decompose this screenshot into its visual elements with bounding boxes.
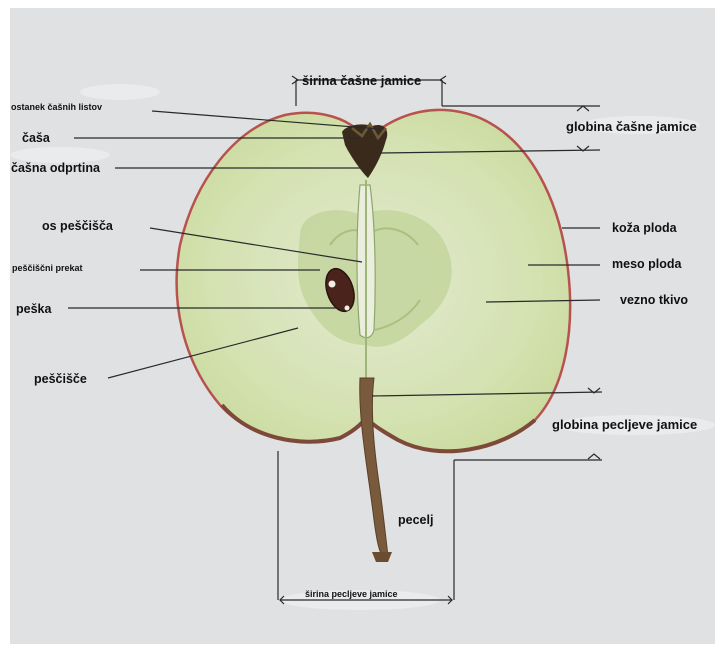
label-seed: peška xyxy=(16,303,51,316)
label-connective-tissue: vezno tkivo xyxy=(620,294,688,307)
background-smudge xyxy=(80,84,160,100)
label-width-calyx-cavity: širina čašne jamice xyxy=(302,74,421,87)
seed-highlight xyxy=(329,281,336,288)
label-flesh: meso ploda xyxy=(612,258,681,271)
seed-highlight xyxy=(345,306,350,311)
label-stem: pecelj xyxy=(398,514,433,527)
label-width-stem-cavity: širina pecljeve jamice xyxy=(305,590,398,599)
label-core-axis: os peščišča xyxy=(42,220,113,233)
label-locule: peščiščni prekat xyxy=(12,264,83,273)
label-calyx: čaša xyxy=(22,132,50,145)
label-stem-cavity-depth: globina pecljeve jamice xyxy=(552,418,697,431)
label-calyx-remnants: ostanek čašnih listov xyxy=(11,103,102,112)
label-skin: koža ploda xyxy=(612,222,677,235)
label-core: peščišče xyxy=(34,373,87,386)
label-calyx-cavity-depth: globina čašne jamice xyxy=(566,120,697,133)
label-calyx-opening: čašna odprtina xyxy=(11,162,100,175)
